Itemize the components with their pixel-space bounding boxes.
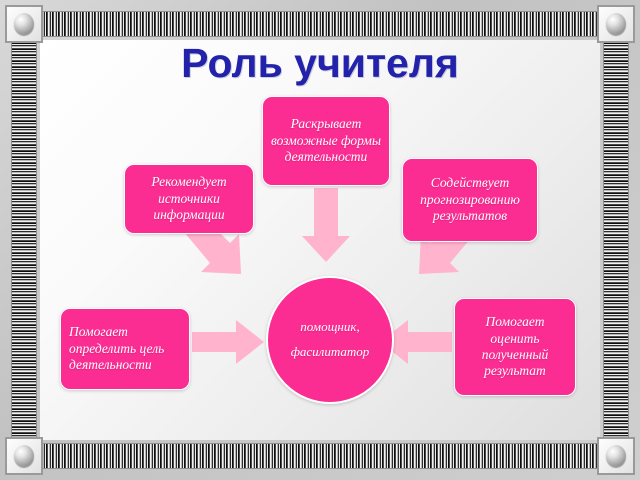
diagram-node-upper-right[interactable]: Содействует прогнозированию результатов — [402, 158, 538, 242]
frame-corner-bottom-right — [597, 437, 635, 475]
diagram-center-node[interactable]: помощник, фасилитатор — [266, 276, 394, 404]
page-title: Роль учителя — [181, 40, 459, 86]
slide-canvas: Роль учителя — [40, 40, 600, 440]
diagram-node-upper-left-label: Рекомендует источники информации — [151, 174, 227, 223]
diagram-center-line-1: помощник, — [300, 319, 360, 335]
diagram-node-upper-right-label: Содействует прогнозированию результатов — [420, 175, 520, 224]
diagram-node-left[interactable]: Помогает определить цель деятельности — [60, 308, 190, 390]
diagram-node-right-label: Помогает оценить полученный результат — [481, 314, 549, 379]
frame-bar-right — [603, 28, 629, 452]
arrow-right-left — [380, 320, 452, 364]
bolt-sphere-icon — [14, 13, 34, 35]
diagram-node-right[interactable]: Помогает оценить полученный результат — [454, 298, 576, 396]
diagram-center-line-2: фасилитатор — [290, 344, 370, 359]
diagram: Раскрывает возможные формы деятельности … — [40, 40, 600, 440]
frame-bar-left — [11, 28, 37, 452]
frame-corner-top-left — [5, 5, 43, 43]
arrow-top-down — [302, 188, 350, 262]
bolt-sphere-icon — [14, 445, 34, 467]
diagram-node-upper-left[interactable]: Рекомендует источники информации — [124, 164, 254, 234]
diagram-node-top-label: Раскрывает возможные формы деятельности — [271, 116, 381, 165]
frame-bar-bottom — [28, 443, 612, 469]
frame-bar-top — [28, 11, 612, 37]
diagram-node-top[interactable]: Раскрывает возможные формы деятельности — [262, 96, 390, 186]
bolt-sphere-icon — [606, 445, 626, 467]
arrow-left-right — [192, 320, 264, 364]
frame-corner-top-right — [597, 5, 635, 43]
frame-corner-bottom-left — [5, 437, 43, 475]
bolt-sphere-icon — [606, 13, 626, 35]
diagram-node-left-label: Помогает определить цель деятельности — [69, 324, 165, 373]
